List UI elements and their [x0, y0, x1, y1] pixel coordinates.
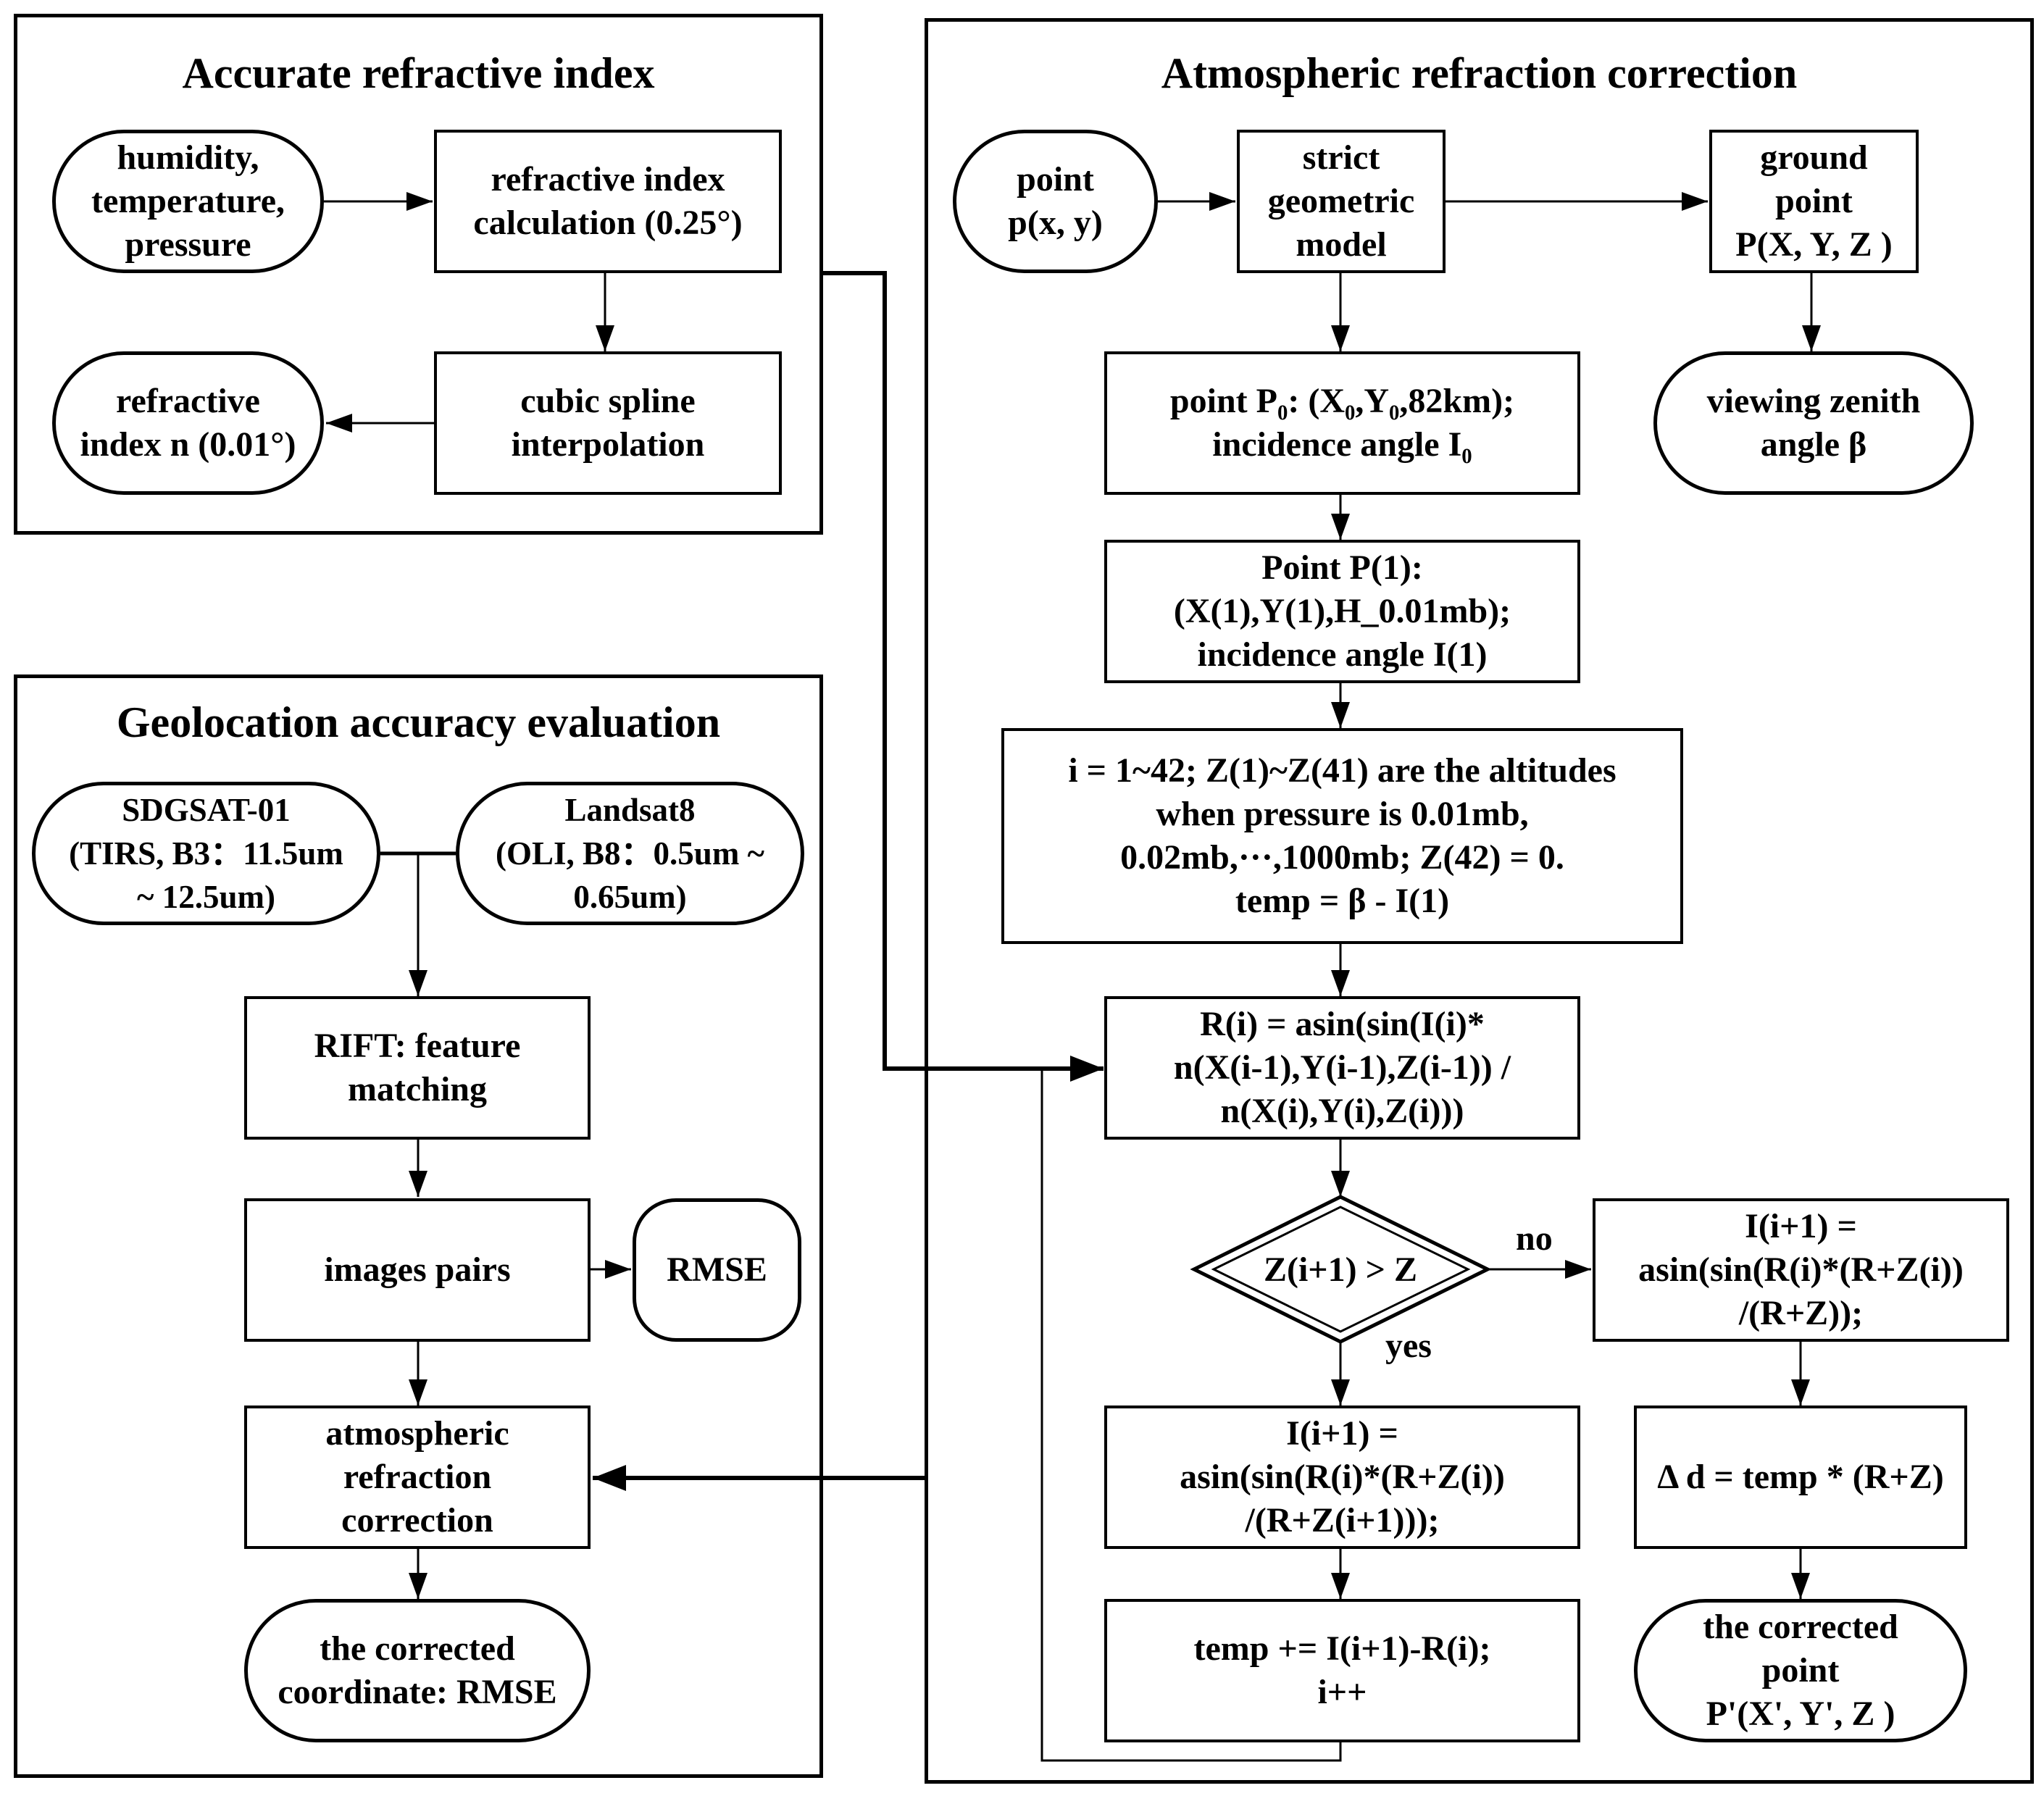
box-rift-feature-matching: RIFT: feature matching: [244, 996, 591, 1140]
box-images-pairs: images pairs: [244, 1198, 591, 1342]
box-ground-point: ground point P(X, Y, Z ): [1709, 130, 1919, 273]
panel-accurate-refractive-index: Accurate refractive index: [14, 14, 823, 535]
output-corrected-coordinate-rmse: the corrected coordinate: RMSE: [244, 1599, 591, 1742]
box-temp-increment: temp += I(i+1)-R(i); i++: [1104, 1599, 1580, 1742]
decision-label: Z(i+1) > Z: [1263, 1250, 1418, 1289]
input-sdgsat-01: SDGSAT-01 (TIRS, B3：11.5um ~ 12.5um): [32, 782, 380, 925]
box-point-p1: Point P(1): (X(1),Y(1),H_0.01mb); incide…: [1104, 540, 1580, 683]
box-incidence-angle-no-branch: I(i+1) = asin(sin(R(i)*(R+Z(i)) /(R+Z));: [1593, 1198, 2009, 1342]
output-corrected-point: the corrected point P'(X', Y', Z ): [1634, 1599, 1967, 1742]
arrow-calc-to-ri-refractive-index: [821, 271, 1104, 1082]
branch-label-no: no: [1516, 1219, 1553, 1258]
panel-atmospheric-refraction-correction: Atmospheric refraction correction: [925, 18, 2034, 1784]
panel-title: Geolocation accuracy evaluation: [116, 698, 721, 746]
input-humidity-temperature-pressure: humidity, temperature, pressure: [52, 130, 324, 273]
box-loop-initialization: i = 1~42; Z(1)~Z(41) are the altitudes w…: [1001, 728, 1683, 944]
box-refraction-angle-ri: R(i) = asin(sin(I(i)* n(X(i-1),Y(i-1),Z(…: [1104, 996, 1580, 1140]
box-incidence-angle-yes-branch: I(i+1) = asin(sin(R(i)*(R+Z(i)) /(R+Z(i+…: [1104, 1406, 1580, 1549]
panel-geolocation-accuracy-evaluation: Geolocation accuracy evaluation: [14, 674, 823, 1778]
output-refractive-index-n: refractive index n (0.01°): [52, 351, 324, 495]
box-strict-geometric-model: strict geometric model: [1237, 130, 1446, 273]
output-viewing-zenith-angle: viewing zenith angle β: [1653, 351, 1974, 495]
branch-label-yes: yes: [1385, 1327, 1432, 1365]
input-landsat8: Landsat8 (OLI, B8：0.5um ~ 0.65um): [456, 782, 804, 925]
box-refractive-index-calculation: refractive index calculation (0.25°): [434, 130, 782, 273]
input-point-pxy: point p(x, y): [953, 130, 1158, 273]
panel-title: Accurate refractive index: [182, 49, 655, 97]
panel-title: Atmospheric refraction correction: [1161, 49, 1798, 97]
box-point-p0: point P₀: (X₀,Y₀,82km); incidence angle …: [1104, 351, 1580, 495]
box-delta-d: Δ d = temp * (R+Z): [1634, 1406, 1967, 1549]
decision-diamond: [1190, 1195, 1492, 1344]
output-rmse: RMSE: [633, 1198, 801, 1342]
box-cubic-spline-interpolation: cubic spline interpolation: [434, 351, 782, 495]
box-atmospheric-refraction-correction: atmospheric refraction correction: [244, 1406, 591, 1549]
decision-diamond-inner: [1211, 1206, 1471, 1333]
